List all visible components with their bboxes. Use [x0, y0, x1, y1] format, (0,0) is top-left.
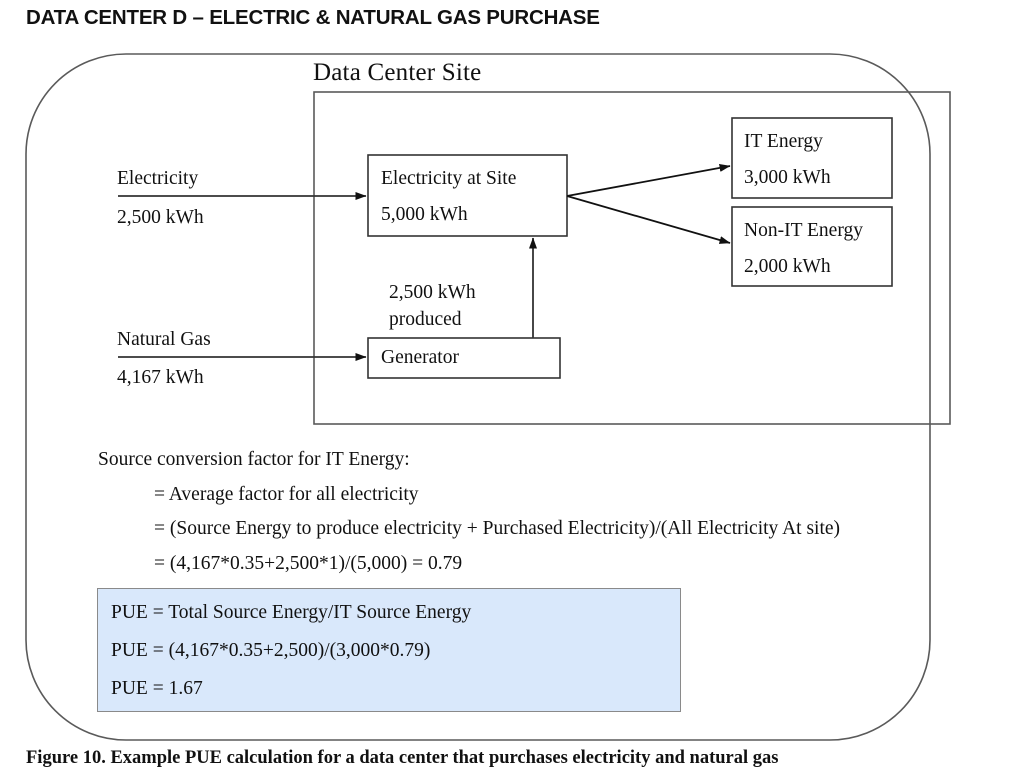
electricity-at-site-box [367, 154, 568, 237]
page-title: DATA CENTER D – ELECTRIC & NATURAL GAS P… [26, 6, 600, 29]
it-energy-label: IT Energy 3,000 kWh [744, 124, 831, 196]
non-it-energy-value: 2,000 kWh [744, 256, 831, 277]
generator-output-word: produced [389, 309, 462, 330]
figure-caption: Figure 10. Example PUE calculation for a… [26, 748, 779, 768]
pue-formula-substituted: PUE = (4,167*0.35+2,500)/(3,000*0.79) [111, 640, 431, 661]
non-it-energy-label: Non-IT Energy 2,000 kWh [744, 213, 863, 285]
natural-gas-input-value: 4,167 kWh [117, 367, 204, 388]
source-conversion-equations: Source conversion factor for IT Energy: … [98, 443, 978, 581]
electricity-input-value: 2,500 kWh [117, 207, 204, 228]
electricity-at-site-title: Electricity at Site [381, 168, 517, 189]
site-boundary-rect [313, 91, 951, 425]
equation-line-3: = (4,167*0.35+2,500*1)/(5,000) = 0.79 [154, 552, 463, 574]
site-label: Data Center Site [313, 59, 482, 86]
pue-formula-definition: PUE = Total Source Energy/IT Source Ener… [111, 602, 472, 623]
it-energy-box [731, 117, 893, 199]
electricity-at-site-label: Electricity at Site 5,000 kWh [381, 161, 516, 233]
equation-intro: Source conversion factor for IT Energy: [98, 449, 410, 470]
generator-box [367, 337, 561, 379]
pue-result-box: PUE = Total Source Energy/IT Source Ener… [97, 588, 681, 712]
natural-gas-input-label: Natural Gas [117, 329, 211, 350]
generator-output-note: 2,500 kWh produced [389, 279, 476, 333]
electricity-input-label: Electricity [117, 168, 199, 189]
non-it-energy-box [731, 206, 893, 287]
generator-output-value: 2,500 kWh [389, 282, 476, 303]
it-energy-title: IT Energy [744, 131, 823, 152]
non-it-energy-arrow [566, 195, 731, 244]
electricity-at-site-value: 5,000 kWh [381, 204, 468, 225]
equation-line-2: = (Source Energy to produce electricity … [154, 518, 841, 539]
it-energy-value: 3,000 kWh [744, 167, 831, 188]
equation-line-1: = Average factor for all electricity [154, 483, 419, 505]
non-it-energy-title: Non-IT Energy [744, 220, 863, 241]
generator-label: Generator [381, 347, 459, 368]
it-energy-arrow [566, 163, 731, 197]
pue-result-value: PUE = 1.67 [111, 678, 203, 699]
